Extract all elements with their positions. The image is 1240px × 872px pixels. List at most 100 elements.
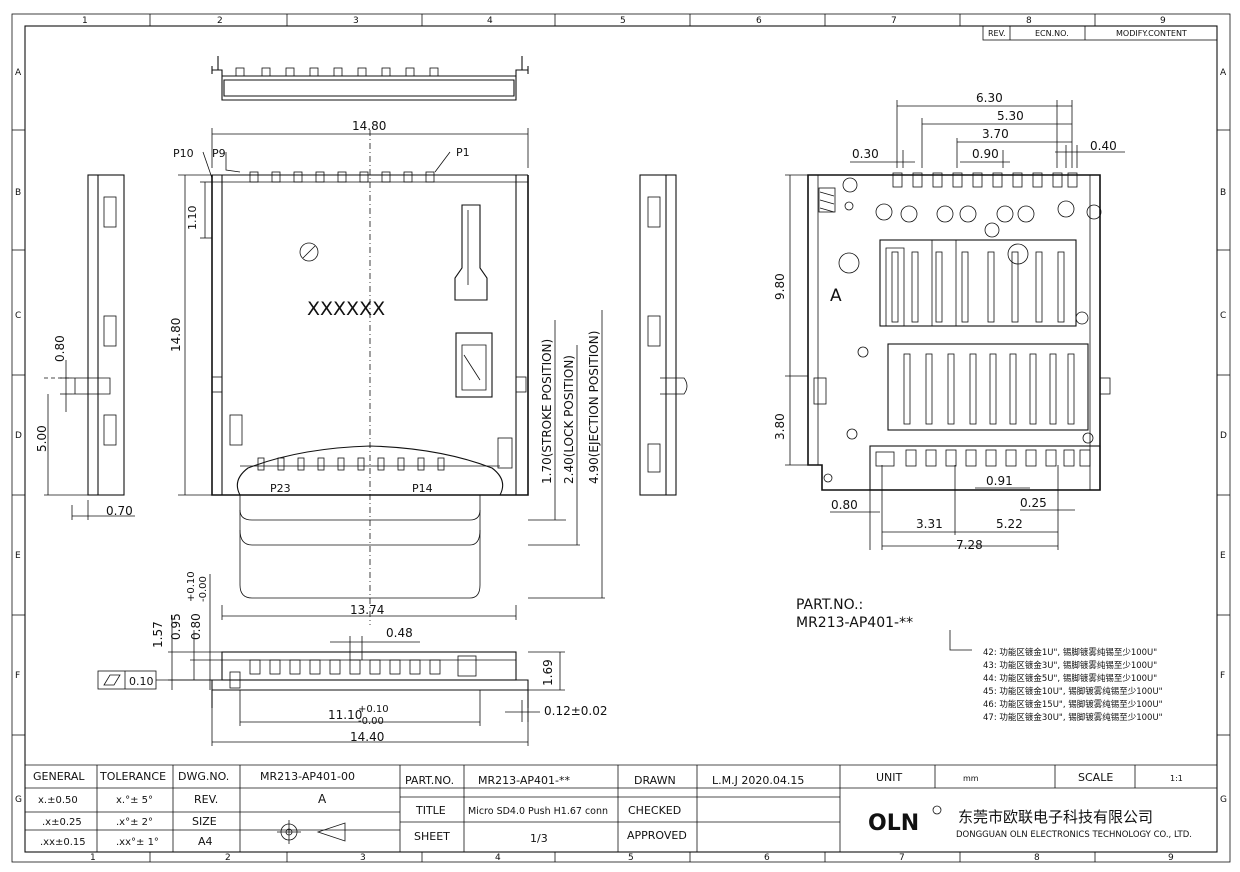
zone-row-g-right: G [1220, 795, 1227, 805]
dim-3-31: 3.31 [916, 517, 943, 531]
bottom-view-dimensions [168, 574, 565, 746]
dim-6-30: 6.30 [976, 91, 1003, 105]
unit-label: UNIT [876, 771, 903, 784]
dim-0-70: 0.70 [106, 504, 133, 518]
tol-xxx: .xx±0.15 [40, 837, 86, 848]
zone-col-9-bottom: 9 [1168, 853, 1174, 863]
zone-col-5-bottom: 5 [628, 853, 634, 863]
flatness-callout: 0.10 [97, 670, 212, 690]
zone-col-7: 7 [891, 16, 897, 26]
ang-1: x.°± 5° [116, 795, 153, 806]
flatness-icon [103, 674, 121, 686]
sheet-value: 1/3 [530, 832, 548, 845]
left-side-view [72, 174, 125, 496]
part-no-title: MR213-AP401-** [478, 774, 570, 787]
right-side-view [639, 174, 688, 496]
ang-2: .x°± 2° [116, 817, 153, 828]
title-value: Micro SD4.0 Push H1.67 conn [468, 806, 608, 817]
label-p23: P23 [270, 482, 291, 495]
zone-col-9: 9 [1160, 16, 1166, 26]
zone-col-8-bottom: 8 [1034, 853, 1040, 863]
ang-3: .xx°± 1° [116, 837, 159, 848]
part-option: 47: 功能区镀金30U", 锡脚镀雾纯锡至少100U" [983, 712, 1163, 723]
flatness-value: 0.10 [129, 675, 154, 688]
tol-xx: .x±0.25 [42, 817, 82, 828]
label-p1: P1 [456, 146, 470, 159]
company-logo: OLN [868, 811, 919, 836]
dim-0-12: 0.12±0.02 [544, 704, 608, 718]
dim-14-80-width: 14.80 [352, 119, 386, 133]
registered-mark-icon [932, 805, 942, 815]
zone-col-2-bottom: 2 [225, 853, 231, 863]
dim-0-80-bottom: 0.80 [189, 613, 203, 640]
part-option: 44: 功能区镀金5U", 锡脚镀雾纯锡至少100U" [983, 673, 1157, 684]
dwg-no: MR213-AP401-00 [260, 770, 355, 783]
size-label: SIZE [192, 815, 217, 828]
zone-col-6: 6 [756, 16, 762, 26]
zone-row-e: E [15, 551, 21, 561]
zone-row-c: C [15, 311, 21, 321]
company-name-cn: 东莞市欧联电子科技有限公司 [958, 808, 1153, 826]
tol2-plus: +0.10 [358, 704, 389, 715]
modify-header: MODIFY.CONTENT [1116, 29, 1187, 38]
dim-5-22: 5.22 [996, 517, 1023, 531]
part-number-block: PART.NO.: MR213-AP401-** 42: 功能区镀金1U", 锡… [796, 597, 1163, 723]
part-marking: XXXXXX [307, 298, 385, 320]
dim-0-40: 0.40 [1090, 139, 1117, 153]
part-option: 45: 功能区镀金10U", 锡脚镀雾纯锡至少100U" [983, 686, 1163, 697]
zone-row-g: G [15, 795, 22, 805]
dim-5-30: 5.30 [997, 109, 1024, 123]
dim-1-69: 1.69 [541, 659, 555, 686]
part-no-title-label: PART.NO. [405, 774, 454, 787]
zone-row-f-right: F [1220, 671, 1225, 681]
label-p14: P14 [412, 482, 433, 495]
zone-col-4-bottom: 4 [495, 853, 501, 863]
dim-0-48: 0.48 [386, 626, 413, 640]
label-p10: P10 [173, 147, 194, 160]
revision-table: REV. ECN.NO. MODIFY.CONTENT [982, 25, 1218, 41]
part-option: 42: 功能区镀金1U", 锡脚镀雾纯锡至少100U" [983, 647, 1157, 658]
drawn-label: DRAWN [634, 774, 676, 787]
front-view-dimensions [178, 128, 605, 620]
title-block: GENERAL TOLERANCE x.±0.50 .x±0.25 .xx±0.… [25, 764, 1217, 852]
zone-col-3: 3 [353, 16, 359, 26]
scale-value: 1:1 [1170, 774, 1183, 783]
dim-stroke-position: 1.70(STROKE POSITION) [540, 339, 554, 484]
tol2-minus: -0.00 [358, 716, 384, 727]
label-a: A [830, 286, 842, 306]
zone-row-a: A [15, 68, 22, 78]
dim-1-10: 1.10 [186, 206, 199, 231]
dim-5-00: 5.00 [35, 425, 49, 452]
front-view [211, 130, 529, 625]
checked-label: CHECKED [628, 804, 681, 817]
zone-col-1-bottom: 1 [90, 853, 96, 863]
ecn-header: ECN.NO. [1035, 29, 1069, 38]
company-name-en: DONGGUAN OLN ELECTRONICS TECHNOLOGY CO.,… [956, 830, 1192, 840]
dim-0-95: 0.95 [169, 613, 183, 640]
rev-value: A [318, 792, 327, 806]
part-no-value: MR213-AP401-** [796, 615, 913, 631]
zone-col-8: 8 [1026, 16, 1032, 26]
dim-0-80-footprint: 0.80 [831, 498, 858, 512]
zone-col-4: 4 [487, 16, 493, 26]
zone-col-1: 1 [82, 16, 88, 26]
dim-14-40: 14.40 [350, 730, 384, 744]
label-p9: P9 [212, 147, 226, 160]
scale-label: SCALE [1078, 771, 1113, 784]
zone-row-a-right: A [1220, 68, 1227, 78]
tol-plus: +0.10 [186, 571, 197, 602]
part-option: 46: 功能区镀金15U", 锡脚镀雾纯锡至少100U" [983, 699, 1163, 710]
dim-0-91: 0.91 [986, 474, 1013, 488]
dim-0-30: 0.30 [852, 147, 879, 161]
tol-minus: -0.00 [198, 576, 209, 602]
dim-13-74: 13.74 [350, 603, 384, 617]
dim-0-80-left: 0.80 [53, 335, 67, 362]
part-option: 43: 功能区镀金3U", 锡脚镀雾纯锡至少100U" [983, 660, 1157, 671]
part-no-label: PART.NO.: [796, 597, 863, 613]
dim-14-80-height: 14.80 [169, 318, 183, 352]
dim-7-28: 7.28 [956, 538, 983, 552]
dim-3-80: 3.80 [773, 413, 787, 440]
general-label: GENERAL [33, 770, 85, 783]
size-value: A4 [198, 835, 213, 848]
dwg-no-label: DWG.NO. [178, 770, 229, 783]
